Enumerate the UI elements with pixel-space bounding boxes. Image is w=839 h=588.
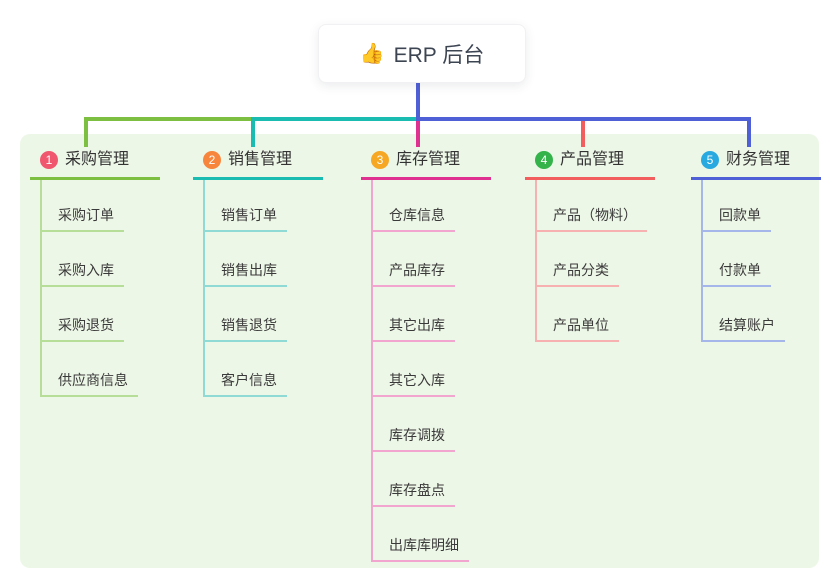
branch-1-child-2[interactable]: 采购入库	[40, 260, 124, 287]
branch-3-child-3[interactable]: 其它出库	[371, 315, 455, 342]
branch-badge-5: 5	[701, 151, 719, 169]
branch-header-4[interactable]: 4 产品管理	[525, 148, 655, 180]
branch-2-child-2[interactable]: 销售出库	[203, 260, 287, 287]
branch-title-1: 采购管理	[65, 151, 130, 168]
branch-1-child-3[interactable]: 采购退货	[40, 315, 124, 342]
branch-4-child-1[interactable]: 产品（物料）	[535, 205, 647, 232]
branch-4-child-3[interactable]: 产品单位	[535, 315, 619, 342]
branch-3-child-2[interactable]: 产品库存	[371, 260, 455, 287]
root-node[interactable]: 👍 ERP 后台	[318, 24, 526, 83]
branch-5-child-3[interactable]: 结算账户	[701, 315, 785, 342]
branch-header-5[interactable]: 5 财务管理	[691, 148, 821, 180]
connector-bus-segment-left	[84, 117, 255, 121]
connector-drop-1	[84, 117, 88, 147]
branch-child-line-2	[203, 180, 205, 397]
branch-3-child-6[interactable]: 库存盘点	[371, 480, 455, 507]
thumbs-up-icon: 👍	[359, 43, 385, 65]
branch-3-child-1[interactable]: 仓库信息	[371, 205, 455, 232]
branch-1-child-1[interactable]: 采购订单	[40, 205, 124, 232]
branch-title-2: 销售管理	[228, 151, 293, 168]
branch-3-child-5[interactable]: 库存调拨	[371, 425, 455, 452]
branch-badge-3: 3	[371, 151, 389, 169]
connector-trunk	[416, 81, 420, 121]
root-label: ERP 后台	[393, 43, 485, 67]
branch-1-child-4[interactable]: 供应商信息	[40, 370, 138, 397]
branch-child-line-5	[701, 180, 703, 342]
connector-bus-segment-mid	[251, 117, 420, 121]
branch-badge-1: 1	[40, 151, 58, 169]
branch-child-line-4	[535, 180, 537, 342]
branch-badge-4: 4	[535, 151, 553, 169]
connector-drop-2	[251, 117, 255, 147]
mindmap-panel	[20, 134, 819, 568]
branch-header-3[interactable]: 3 库存管理	[361, 148, 491, 180]
branch-badge-2: 2	[203, 151, 221, 169]
branch-title-5: 财务管理	[726, 151, 791, 168]
branch-2-child-4[interactable]: 客户信息	[203, 370, 287, 397]
branch-2-child-3[interactable]: 销售退货	[203, 315, 287, 342]
branch-child-line-3	[371, 180, 373, 562]
branch-2-child-1[interactable]: 销售订单	[203, 205, 287, 232]
branch-5-child-2[interactable]: 付款单	[701, 260, 771, 287]
branch-header-2[interactable]: 2 销售管理	[193, 148, 323, 180]
branch-title-4: 产品管理	[560, 151, 625, 168]
branch-child-line-1	[40, 180, 42, 397]
connector-drop-4	[581, 117, 585, 147]
branch-3-child-7[interactable]: 出库库明细	[371, 535, 469, 562]
branch-4-child-2[interactable]: 产品分类	[535, 260, 619, 287]
connector-drop-5	[747, 117, 751, 147]
branch-title-3: 库存管理	[396, 151, 461, 168]
branch-header-1[interactable]: 1 采购管理	[30, 148, 160, 180]
branch-5-child-1[interactable]: 回款单	[701, 205, 771, 232]
connector-drop-3	[416, 117, 420, 147]
connector-bus-segment-right	[416, 117, 751, 121]
branch-3-child-4[interactable]: 其它入库	[371, 370, 455, 397]
